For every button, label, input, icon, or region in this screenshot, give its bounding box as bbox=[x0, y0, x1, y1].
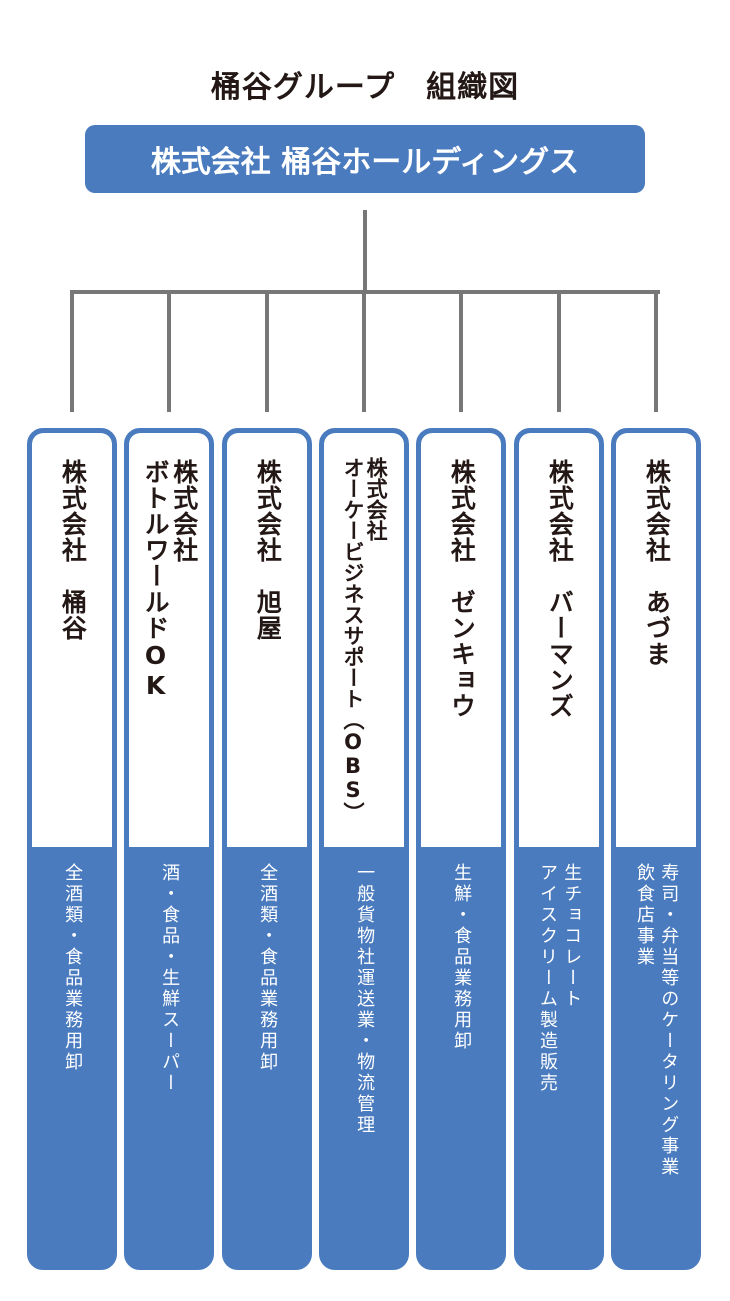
company-name-panel: 株式会社 オーケービジネスサポート（OBS） bbox=[324, 433, 404, 847]
company-card: 株式会社 ボトルワールドOK 酒・食品・生鮮スーパー bbox=[124, 428, 214, 1270]
company-name: 株式会社 あづま bbox=[642, 459, 672, 667]
connector-drop bbox=[265, 290, 269, 412]
company-business-panel: 寿司・弁当等のケータリング事業 飲食店事業 bbox=[616, 863, 696, 1178]
company-business: 一般貨物社運送業・物流管理 bbox=[354, 863, 376, 1136]
parent-company-box: 株式会社 桶谷ホールディングス bbox=[85, 125, 645, 193]
company-card: 株式会社 バーマンズ 生チョコレート アイスクリーム製造販売 bbox=[514, 428, 604, 1270]
company-business: 寿司・弁当等のケータリング事業 飲食店事業 bbox=[634, 863, 680, 1178]
company-card: 株式会社 あづま 寿司・弁当等のケータリング事業 飲食店事業 bbox=[611, 428, 701, 1270]
company-name-panel: 株式会社 ボトルワールドOK bbox=[129, 433, 209, 847]
company-name: 株式会社 オーケービジネスサポート（OBS） bbox=[341, 457, 389, 823]
connector-drop bbox=[70, 290, 74, 412]
company-name-panel: 株式会社 ゼンキョウ bbox=[421, 433, 501, 847]
chart-title: 桶谷グループ 組織図 bbox=[210, 70, 520, 105]
company-name-panel: 株式会社 あづま bbox=[616, 433, 696, 847]
company-business: 全酒類・食品業務用卸 bbox=[257, 863, 279, 1073]
company-business: 生チョコレート アイスクリーム製造販売 bbox=[537, 863, 583, 1094]
company-business-panel: 生チョコレート アイスクリーム製造販売 bbox=[519, 863, 599, 1094]
company-business-panel: 生鮮・食品業務用卸 bbox=[421, 863, 501, 1052]
connector-drop bbox=[362, 290, 366, 412]
company-name-panel: 株式会社 旭屋 bbox=[227, 433, 307, 847]
connector-drop bbox=[557, 290, 561, 412]
company-business-panel: 一般貨物社運送業・物流管理 bbox=[324, 863, 404, 1136]
company-name-panel: 株式会社 バーマンズ bbox=[519, 433, 599, 847]
company-card: 株式会社 旭屋 全酒類・食品業務用卸 bbox=[222, 428, 312, 1270]
company-card: 株式会社 オーケービジネスサポート（OBS） 一般貨物社運送業・物流管理 bbox=[319, 428, 409, 1270]
connector-drop bbox=[167, 290, 171, 412]
parent-company-name: 株式会社 桶谷ホールディングス bbox=[150, 145, 580, 180]
connector-trunk bbox=[363, 210, 367, 294]
company-business-panel: 酒・食品・生鮮スーパー bbox=[129, 863, 209, 1094]
company-business-panel: 全酒類・食品業務用卸 bbox=[227, 863, 307, 1073]
company-name: 株式会社 バーマンズ bbox=[545, 459, 575, 719]
connector-drop bbox=[459, 290, 463, 412]
company-card: 株式会社 桶谷 全酒類・食品業務用卸 bbox=[27, 428, 117, 1270]
company-business: 酒・食品・生鮮スーパー bbox=[159, 863, 181, 1094]
company-business-panel: 全酒類・食品業務用卸 bbox=[32, 863, 112, 1073]
company-name-panel: 株式会社 桶谷 bbox=[32, 433, 112, 847]
company-name: 株式会社 旭屋 bbox=[253, 459, 283, 641]
company-business: 生鮮・食品業務用卸 bbox=[451, 863, 473, 1052]
company-name: 株式会社 桶谷 bbox=[58, 459, 88, 641]
company-name: 株式会社 ゼンキョウ bbox=[447, 459, 477, 719]
company-business: 全酒類・食品業務用卸 bbox=[62, 863, 84, 1073]
company-name: 株式会社 ボトルワールドOK bbox=[141, 459, 199, 701]
connector-drop bbox=[654, 290, 658, 412]
company-card: 株式会社 ゼンキョウ 生鮮・食品業務用卸 bbox=[416, 428, 506, 1270]
